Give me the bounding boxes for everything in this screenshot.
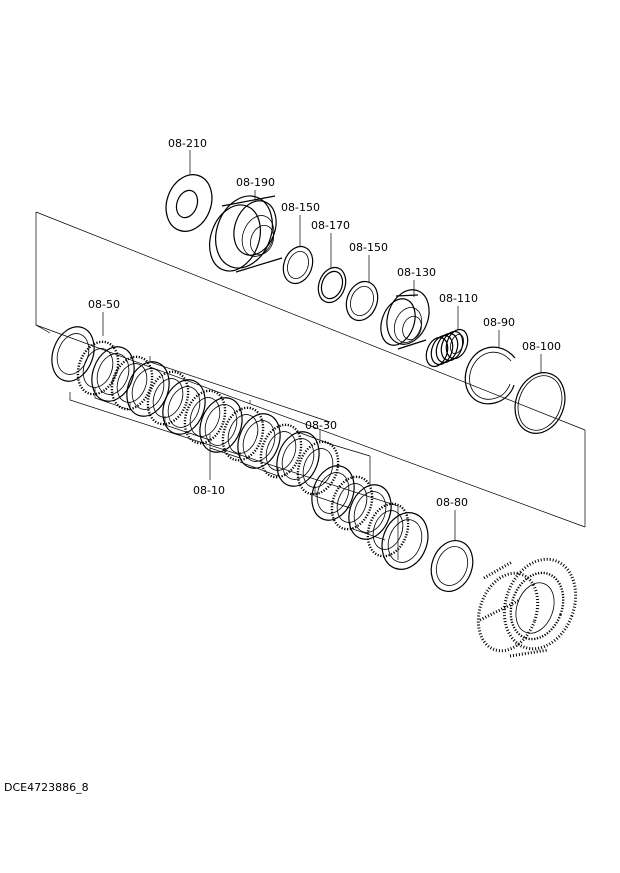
- part-08-210-washer: [165, 150, 213, 232]
- label-08-190: 08-190: [236, 176, 275, 189]
- part-08-50-plate: [51, 312, 104, 382]
- part-08-100-ring: [514, 354, 566, 434]
- part-08-130-retainer: [380, 280, 430, 350]
- label-08-210: 08-210: [168, 137, 207, 150]
- label-08-130: 08-130: [397, 266, 436, 279]
- disc-12: [276, 431, 320, 487]
- label-08-150-b: 08-150: [349, 241, 388, 254]
- part-08-150-seal-a: [282, 215, 314, 285]
- part-08-190-piston: [209, 190, 283, 273]
- disc-11: [259, 423, 303, 479]
- part-08-170-seal: [317, 233, 347, 304]
- drawing-reference-code: DCE4723886_8: [4, 781, 89, 794]
- label-08-30: 08-30: [305, 419, 337, 432]
- label-08-10: 08-10: [193, 484, 225, 497]
- disc-18: [381, 512, 429, 570]
- clutch-disc-pack: [76, 340, 429, 570]
- disc-1: [76, 340, 120, 396]
- disc-16: [348, 484, 392, 540]
- disc-14: [311, 465, 355, 521]
- label-08-80: 08-80: [436, 496, 468, 509]
- part-08-150-seal-b: [345, 255, 379, 322]
- disc-2: [91, 346, 135, 402]
- disc-10: [237, 413, 281, 469]
- disc-13: [296, 440, 340, 496]
- disc-5: [146, 370, 190, 426]
- clutch-leader-brackets: [94, 356, 386, 541]
- label-08-110: 08-110: [439, 292, 478, 305]
- disc-17: [366, 502, 410, 558]
- label-08-170: 08-170: [311, 219, 350, 232]
- part-08-110-spring: [425, 306, 469, 368]
- part-08-80-plate: [430, 510, 474, 592]
- label-08-100: 08-100: [522, 340, 561, 353]
- part-08-90-snap-ring: [464, 330, 516, 405]
- assembly-outline: [35, 211, 586, 560]
- label-08-150-a: 08-150: [281, 201, 320, 214]
- disc-9: [221, 406, 265, 462]
- label-08-90: 08-90: [483, 316, 515, 329]
- disc-15: [330, 475, 374, 531]
- label-08-50: 08-50: [88, 298, 120, 311]
- disc-6: [162, 379, 206, 435]
- part-labels: 08-210 08-190 08-150 08-170 08-150 08-13…: [88, 137, 561, 509]
- disc-8: [199, 397, 243, 453]
- clutch-hub-drum: [476, 557, 578, 658]
- disc-3: [110, 355, 154, 411]
